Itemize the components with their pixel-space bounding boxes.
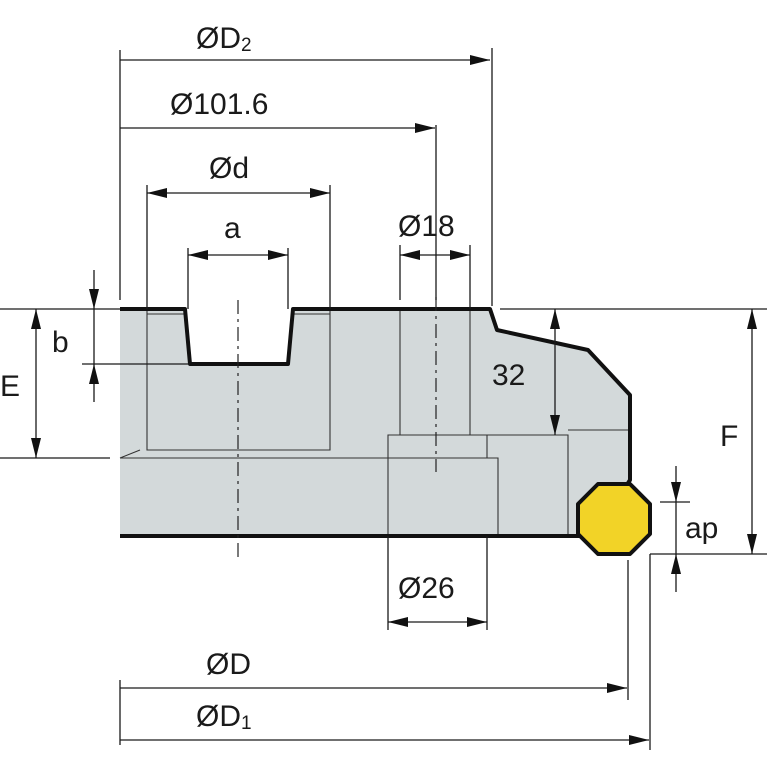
label-b: b (52, 326, 69, 359)
label-d2: ØD2 (196, 22, 252, 56)
label-d101: Ø101.6 (170, 88, 268, 121)
label-d-small: Ød (209, 152, 249, 185)
label-d26: Ø26 (398, 572, 455, 605)
cutter-outline (120, 307, 632, 532)
octagon-insert-icon (576, 482, 652, 556)
label-e: E (0, 370, 20, 403)
label-32: 32 (492, 359, 525, 392)
dimension-labels: ØD2 Ø101.6 Ød a Ø18 b E 32 F ap Ø26 ØD Ø… (0, 22, 738, 734)
dimension-lines (31, 55, 757, 745)
label-d-main: ØD (206, 648, 251, 681)
internal-edges (119, 309, 630, 536)
extension-lines (0, 48, 767, 750)
label-d18: Ø18 (398, 210, 455, 243)
label-a: a (224, 212, 241, 245)
label-d1: ØD1 (196, 700, 252, 734)
label-ap: ap (685, 512, 718, 545)
label-f: F (720, 420, 738, 453)
